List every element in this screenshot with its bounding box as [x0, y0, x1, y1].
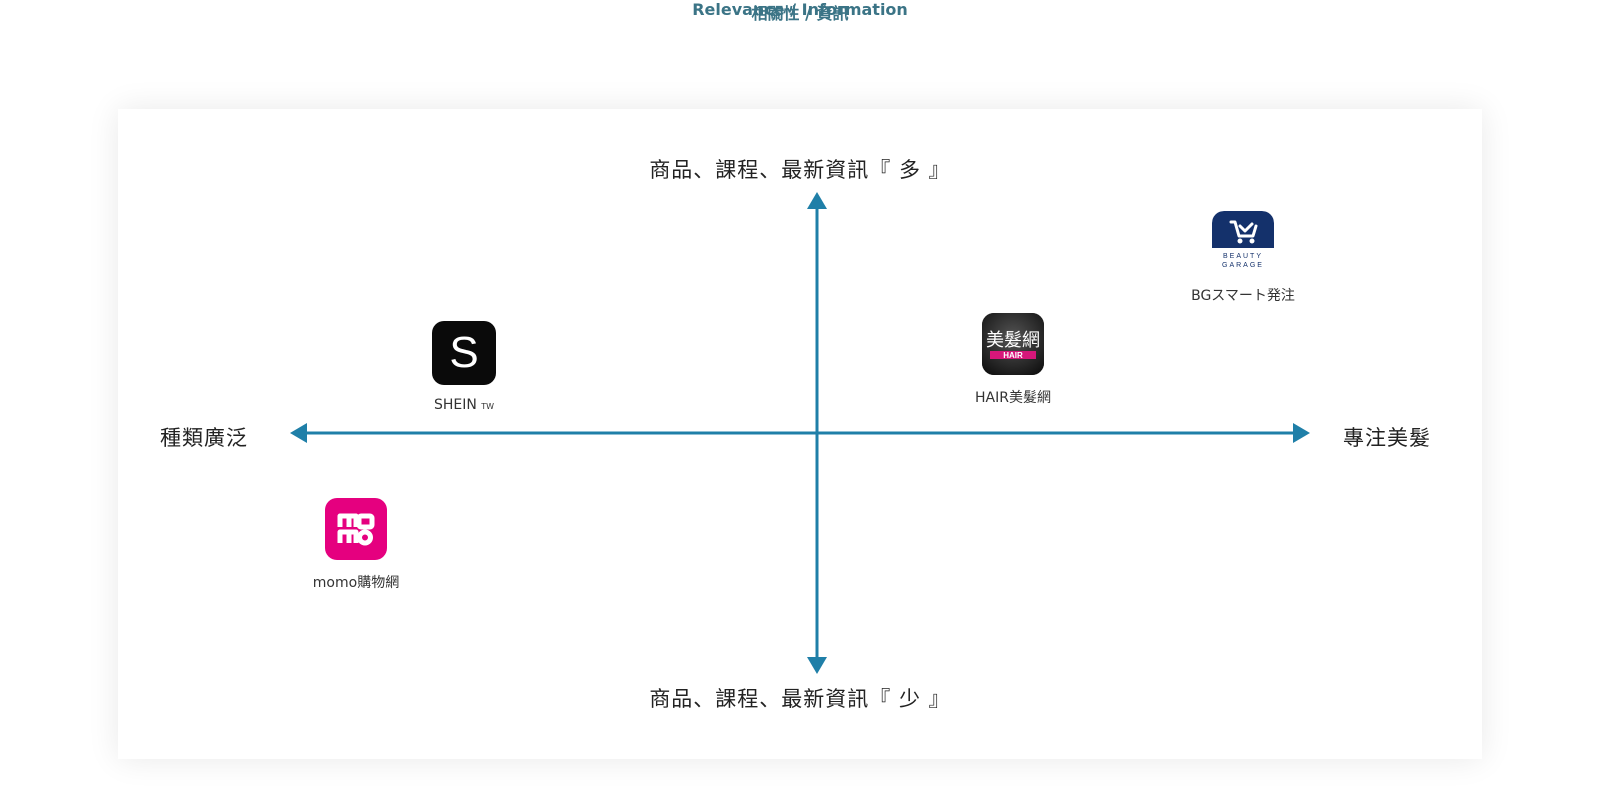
app-hair: 美髮網 HAIR HAIR美髮網 [958, 313, 1068, 407]
app-name-hair: HAIR美髮網 [975, 390, 1051, 406]
momo-icon [325, 498, 387, 560]
app-momo: momo購物網 [303, 498, 409, 592]
bg-cart-icon: BEAUTY GARAGE [1212, 211, 1274, 273]
app-shein: S SHEIN TW [414, 321, 514, 413]
app-name-shein: SHEIN TW [433, 397, 495, 413]
app-name-bg: BGスマート発注 [1191, 288, 1295, 304]
bg-icon-text-1: BEAUTY [1223, 253, 1263, 260]
bg-icon-text-2: GARAGE [1222, 262, 1264, 269]
app-suffix-shein: TW [481, 402, 495, 411]
title-english: Relevance / Information [692, 0, 908, 19]
hair-icon-text: 美髮網 [986, 329, 1040, 351]
arrow-down-icon [807, 657, 827, 674]
hair-icon-sub: HAIR [1003, 351, 1023, 360]
axis-label-bottom: 商品、課程、最新資訊『 少 』 [649, 687, 951, 711]
axis-label-right: 專注美髮 [1343, 426, 1431, 450]
app-name-momo: momo購物網 [312, 575, 400, 591]
shein-icon: S [432, 321, 496, 385]
svg-text:S: S [449, 328, 478, 377]
arrow-right-icon [1293, 423, 1310, 443]
arrow-up-icon [807, 192, 827, 209]
axis-label-left: 種類廣泛 [160, 426, 248, 450]
app-bg: BEAUTY GARAGE BGスマート発注 [1183, 211, 1303, 305]
title-chinese: 相關性 / 資訊 [751, 4, 849, 23]
arrow-left-icon [290, 423, 307, 443]
axis-label-top: 商品、課程、最新資訊『 多 』 [649, 158, 951, 182]
hair-icon: 美髮網 HAIR [982, 313, 1044, 375]
